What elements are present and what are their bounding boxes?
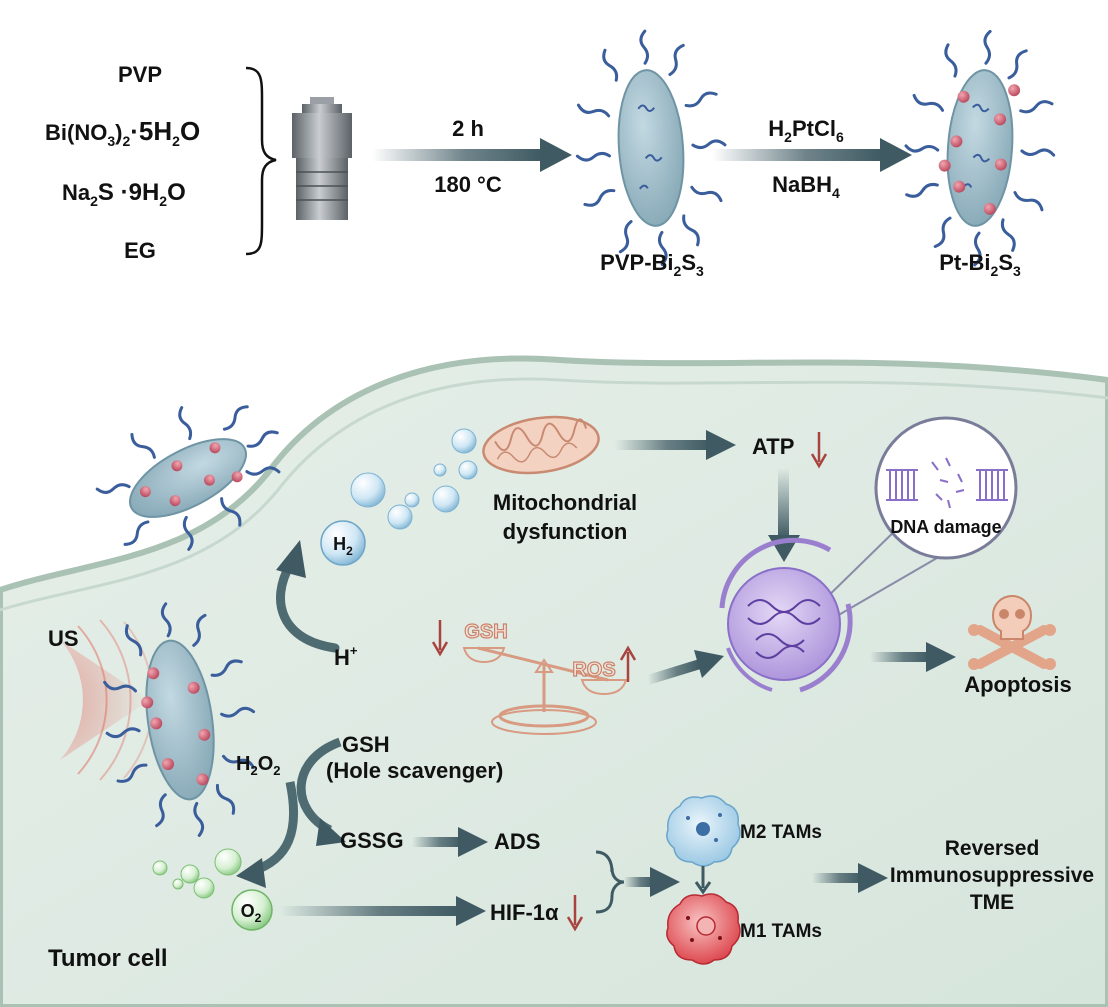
m2-macrophage-icon (666, 795, 741, 867)
ros-balance-label: ROS (572, 659, 615, 681)
reagent-bismuth-nitrate: Bi(NO3)2·5H2O (45, 116, 200, 149)
hole-scavenger-label: (Hole scavenger) (326, 758, 503, 783)
reagent-nabh4: NaBH4 (772, 172, 840, 201)
atp-down-arrow-icon (810, 432, 828, 469)
ads-label: ADS (494, 829, 540, 854)
ultrasound-waves-icon (60, 619, 154, 781)
merge-bracket (595, 850, 680, 914)
tumor-cell-membrane (0, 355, 1108, 1007)
gssg-to-ads-arrow (412, 827, 488, 857)
hydrogen-bubbles-icon (350, 428, 500, 530)
mitochondrion-icon (482, 415, 600, 475)
skull-crossbones-icon (968, 595, 1056, 670)
reversed-line1: Reversed (945, 837, 1040, 860)
cell-membrane-inner (0, 377, 1108, 612)
dna-damage-zoom (819, 416, 1018, 621)
dna-damage-label: DNA damage (890, 517, 1001, 537)
reaction-temperature: 180 °C (434, 172, 502, 197)
synthesis-arrow-1 (372, 138, 572, 172)
gsh-balance-label: GSH (464, 621, 507, 643)
o2-label: O2 (241, 901, 262, 925)
autoclave-reactor-icon (292, 97, 352, 220)
gssg-label: GSSG (340, 828, 404, 853)
reagent-sodium-sulfide: Na2S ·9H2O (62, 179, 186, 209)
m2-to-m1-arrow (694, 866, 712, 895)
gsh-down-arrow-icon (431, 620, 449, 657)
apoptosis-label: Apoptosis (964, 672, 1072, 697)
pt-bi2s3-nanoparticle-icon (904, 29, 1056, 267)
pt-bi2s3-nanoparticle-inside-icon (102, 602, 257, 838)
h2o2-label: H2O2 (236, 753, 280, 778)
reagent-brace (245, 66, 277, 256)
o2-bubble-icon (231, 889, 273, 931)
ros-to-nucleus-arrow (646, 650, 724, 685)
mitochondrial-line2: dysfunction (503, 519, 628, 544)
h2-label: H2 (333, 534, 353, 558)
product-pvp-bi2s3: PVP-Bi2S3 (600, 250, 704, 279)
us-label: US (48, 626, 79, 651)
reversed-line2: Immunosuppressive (890, 864, 1094, 887)
reagent-eg: EG (124, 238, 156, 263)
synthesis-arrow-2 (712, 138, 912, 172)
pvp-bi2s3-nanoparticle-icon (575, 29, 727, 267)
h-plus-label: H+ (334, 643, 358, 670)
gsh-ros-balance-scale-icon (462, 646, 628, 735)
m1-macrophage-icon (666, 893, 741, 965)
proton-to-hydrogen-arrow (276, 540, 340, 653)
reaction-time: 2 h (452, 116, 484, 141)
reagent-h2ptcl6: H2PtCl6 (768, 116, 844, 145)
o2-to-hif-arrow (280, 896, 486, 926)
m1-tams-label: M1 TAMs (740, 921, 822, 942)
nucleus-to-apoptosis-arrow (870, 642, 956, 672)
hif-label: HIF-1α (490, 900, 559, 925)
mitochondrial-line1: Mitochondrial (493, 490, 637, 515)
atp-label: ATP (752, 434, 794, 459)
h2o2-to-o2-arrow (236, 781, 299, 888)
gsh-label: GSH (342, 732, 390, 757)
oxygen-bubbles-icon (152, 848, 242, 899)
tumor-cell-label: Tumor cell (48, 945, 168, 972)
tams-to-tme-arrow (812, 863, 888, 893)
gsh-to-gssg-arrow (296, 737, 346, 846)
h2-bubble-icon (320, 520, 366, 566)
reagent-pvp: PVP (118, 62, 162, 87)
hif-down-arrow-icon (566, 895, 584, 932)
m2-tams-label: M2 TAMs (740, 822, 822, 843)
ros-up-arrow-icon (619, 645, 637, 682)
product-pt-bi2s3: Pt-Bi2S3 (939, 250, 1021, 279)
nucleus-dna-icon (719, 537, 853, 693)
mito-to-atp-arrow (615, 430, 736, 460)
reversed-line3: TME (970, 891, 1014, 914)
pt-bi2s3-nanoparticle-outside-icon (95, 402, 281, 552)
